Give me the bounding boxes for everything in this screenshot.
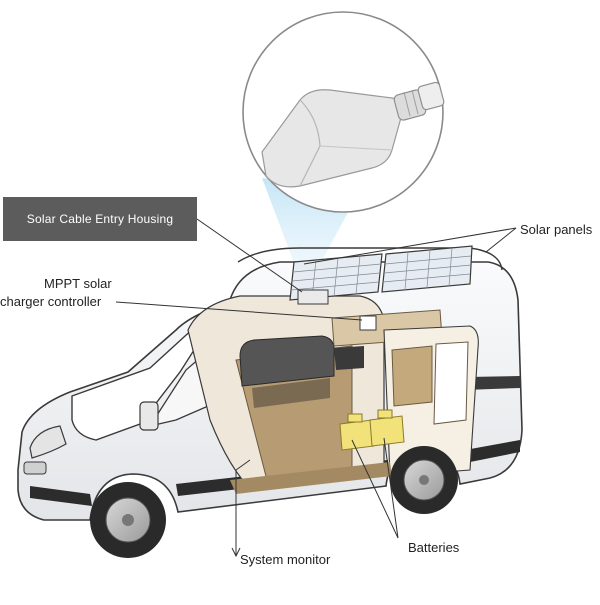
mppt-label-line2: charger controller [0,294,102,309]
mppt-label-line1: MPPT solar [44,276,112,291]
camper-van-icon [17,247,523,558]
battery-icon [339,409,405,451]
batteries-label: Batteries [408,540,460,555]
cable-entry-housing-label: Solar Cable Entry Housing [3,197,197,241]
mppt-controller-box [359,315,377,331]
leader-lines [115,218,517,556]
cable-entry-housing-icon [242,11,445,213]
rear-wheel [390,446,458,514]
roof-cable-housing [297,289,329,305]
solar-panels-label: Solar panels [520,222,593,237]
front-wheel [90,482,166,558]
solar-panel-icon [289,245,473,301]
system-monitor-label: System monitor [240,552,331,567]
